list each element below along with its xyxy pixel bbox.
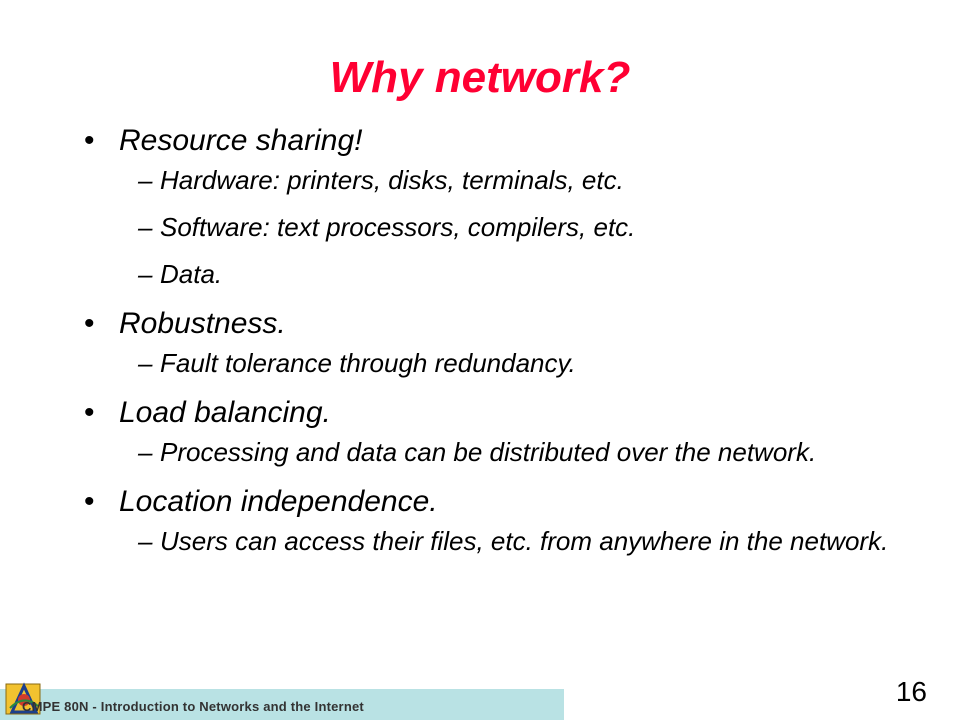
bullet-load-balancing: • Load balancing.: [82, 395, 942, 431]
bullet-text: Load balancing.: [119, 396, 331, 429]
bullet-icon: •: [84, 396, 95, 429]
footer-course-title: CMPE 80N - Introduction to Networks and …: [22, 699, 364, 714]
dash-icon: –: [138, 212, 153, 242]
dash-icon: –: [138, 526, 153, 556]
sub-bullet-text: Fault tolerance through redundancy.: [160, 348, 576, 378]
bullet-list: • Resource sharing! – Hardware: printers…: [82, 118, 942, 573]
bullet-icon: •: [84, 485, 95, 518]
sub-bullet: – Data.: [82, 259, 942, 290]
dash-icon: –: [138, 259, 153, 289]
sub-bullet: – Software: text processors, compilers, …: [82, 212, 942, 243]
sub-bullet-text: Data.: [160, 259, 223, 289]
bullet-location-independence: • Location independence.: [82, 484, 942, 520]
bullet-icon: •: [84, 307, 95, 340]
sub-bullet: – Fault tolerance through redundancy.: [82, 348, 942, 379]
sub-bullet: – Hardware: printers, disks, terminals, …: [82, 165, 942, 196]
slide-number: 16: [895, 676, 927, 707]
dash-icon: –: [138, 165, 153, 195]
dash-icon: –: [138, 348, 153, 378]
sub-bullet-text: Processing and data can be distributed o…: [160, 437, 817, 467]
footer-bar: [0, 689, 564, 720]
sub-bullet: – Processing and data can be distributed…: [82, 437, 942, 468]
logo-icon: [4, 676, 44, 716]
bullet-text: Resource sharing!: [119, 124, 363, 157]
slide-title: Why network?: [329, 53, 631, 102]
dash-icon: –: [138, 437, 153, 467]
sub-bullet-text: Users can access their files, etc. from …: [160, 526, 889, 556]
bullet-icon: •: [84, 124, 95, 157]
sub-bullet-text: Software: text processors, compilers, et…: [160, 212, 636, 242]
sub-bullet-text: Hardware: printers, disks, terminals, et…: [160, 165, 624, 195]
bullet-text: Location independence.: [119, 485, 438, 518]
sub-bullet: – Users can access their files, etc. fro…: [82, 526, 942, 557]
bullet-text: Robustness.: [119, 307, 286, 340]
bullet-robustness: • Robustness.: [82, 306, 942, 342]
bullet-resource-sharing: • Resource sharing!: [82, 123, 942, 159]
